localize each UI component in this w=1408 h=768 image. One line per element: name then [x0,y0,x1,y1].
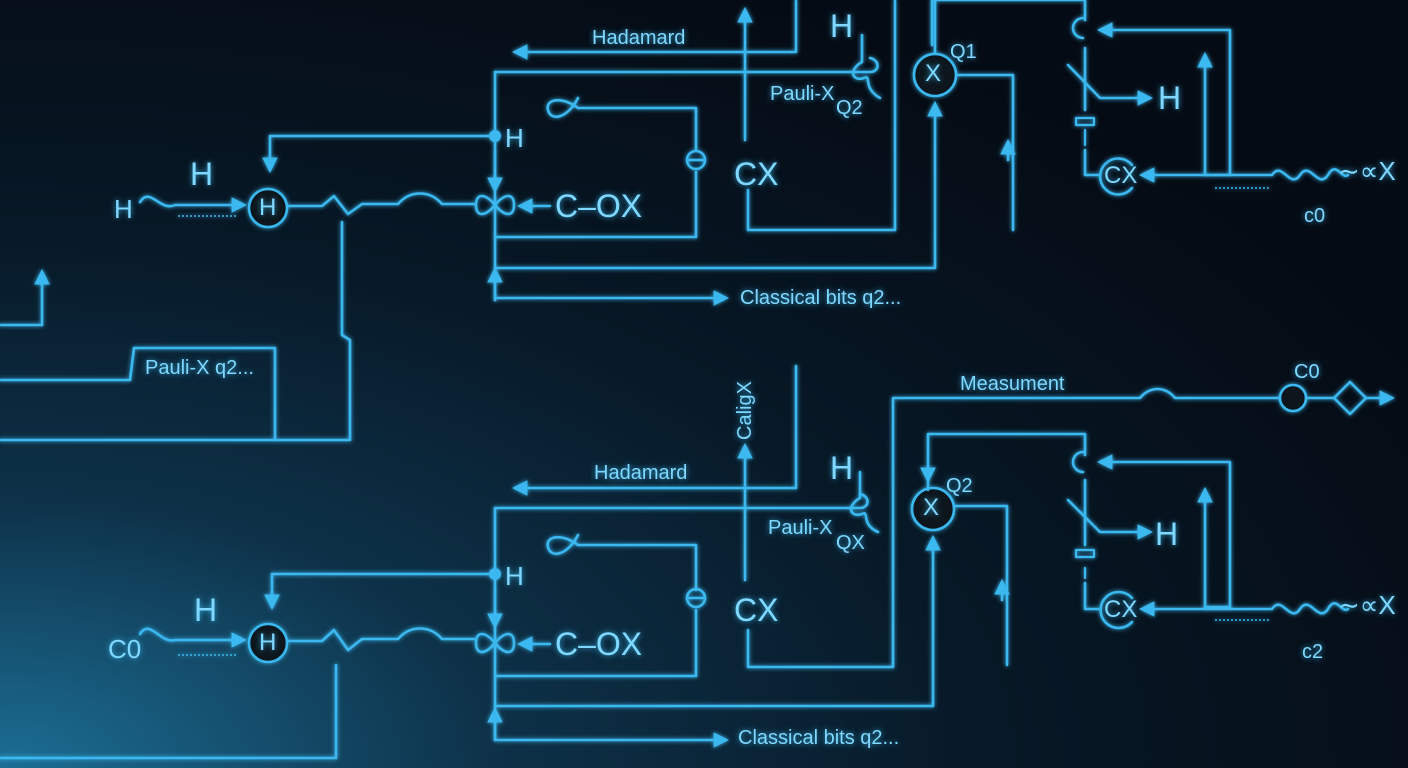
top-h-feedback [262,134,497,174]
top-top-wire [493,56,879,74]
bottom-cx-node-ring [1099,590,1134,630]
bottom-top-wire [493,492,869,510]
top-h-right-label: H [1158,80,1182,116]
bottom-h-gate-label: H [259,629,277,656]
top-h-gate-circle [247,187,289,229]
top-main-wire [285,192,476,216]
top-q2-label: Q2 [836,97,863,119]
bottom-x-bottom-wire [493,534,941,708]
top-h-left-label: H [114,194,133,224]
bottom-small-symbol [1074,548,1096,580]
bottom-cx-label: CX [734,592,779,628]
top-right-loop [930,0,1087,47]
bottom-cox-label: C–OX [555,626,643,662]
bottom-q2-label: Q2 [946,475,973,497]
top-oxx-label: ∼∝X [1338,156,1396,186]
bottom-hadamard-wire [511,438,798,496]
bottom-right-c-node [1071,450,1085,474]
top-x-bottom-wire [493,100,943,270]
bottom-qx-label: QX [836,532,865,554]
top-classical-bits-label: Classical bits q2... [740,287,902,309]
bottom-h-feedback [264,572,497,611]
bottom-measument-label: Measument [960,373,1065,395]
top-cx-node-label: CX [1104,162,1138,189]
bottom-alpha-symbol [546,533,580,556]
bottom-cx-loop [746,387,1282,669]
bottom-c0-left-label: C0 [108,634,142,664]
bottom-diamond [1332,380,1368,416]
top-hadamard-wire [511,0,798,60]
bottom-h-top-label: H [830,450,854,486]
bottom-hadamard-label: Hadamard [594,462,688,484]
top-inner-top [576,106,698,152]
top-pauli-curl [851,33,882,100]
top-switch [1066,46,1150,110]
bottom-c0-node [1278,383,1308,413]
top-inner-loop [493,170,698,239]
top-cx-node-wire [1083,148,1100,177]
bottom-h-right-label: H [1155,516,1179,552]
bottom-pauli-x-label: Pauli-X [768,517,833,539]
top-input-wire [138,195,248,213]
top-x-right-wire [954,73,1015,232]
bottom-h-node-label: H [505,561,524,591]
top-squiggle [1203,168,1350,181]
bottom-x-gate-top [928,432,1087,490]
top-pauli-x-label: Pauli-X [770,83,835,105]
top-minus-circle [685,149,707,171]
pauli-x-box-label: Pauli-X q2... [145,357,254,379]
bottom-c0-right-label: C0 [1294,361,1320,383]
bottom-inner-top [576,543,698,592]
top-cx-loop [746,0,897,232]
bottom-x-gate-label: X [923,494,940,521]
bottom-minus-circle [685,587,707,609]
bottom-cx-node-wire [1083,581,1100,611]
bottom-left-drop [0,663,338,760]
bottom-classical-bits-label: Classical bits q2... [738,727,900,749]
bottom-pauli-curl [849,470,880,534]
top-infinity-node [474,194,516,216]
top-hadamard-label: Hadamard [592,27,686,49]
bottom-oxx-label: ∼∝X [1338,590,1396,620]
top-q1-label: Q1 [950,41,977,63]
top-alpha-symbol [546,96,580,119]
bottom-cx-node-label: CX [1104,596,1138,623]
top-cx-node-ring [1098,157,1134,196]
left-loop-wire [273,220,352,442]
left-feed-wire [0,268,50,327]
top-small-symbol [1074,116,1096,147]
bottom-caligx-label: CaligX [734,381,756,440]
bottom-input-wire [138,627,248,648]
top-c0-label: c0 [1304,205,1326,227]
bottom-h-above-label: H [194,592,218,628]
top-h-gate-label: H [259,194,277,221]
top-h-node-label: H [505,123,524,153]
top-x-gate-label: X [925,60,942,87]
bottom-infinity-node [474,632,516,654]
bottom-main-wire [285,627,476,652]
bottom-h-gate-circle [247,622,289,664]
bottom-x-right-wire [952,504,1009,667]
bottom-switch [1066,478,1150,545]
pauli-box-outline [0,346,277,442]
bottom-right-frame [1100,462,1232,609]
top-cx-label: CX [734,156,779,192]
bottom-inner-loop [493,608,698,678]
top-cox-label: C–OX [555,188,643,224]
top-h-above-label: H [190,156,214,192]
top-h-top-label: H [830,8,854,44]
bottom-squiggle [1203,602,1350,615]
top-right-c-node [1071,16,1085,40]
bottom-c2-label: c2 [1302,641,1324,663]
